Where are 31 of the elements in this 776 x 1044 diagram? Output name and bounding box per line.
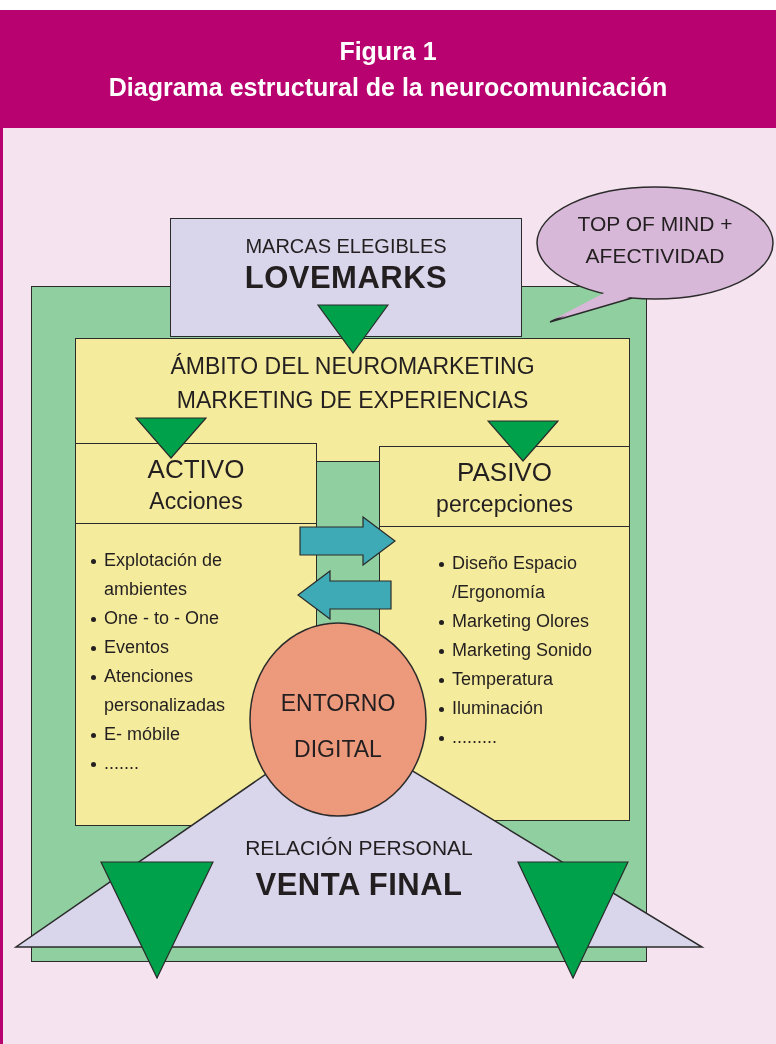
list-item: Temperatura bbox=[438, 665, 629, 694]
box-subheading: Acciones bbox=[149, 486, 243, 516]
list-item: Iluminación bbox=[438, 694, 629, 723]
bold-heading: LOVEMARKS bbox=[244, 259, 448, 297]
node-text: ÁMBITO DEL NEUROMARKETING bbox=[170, 352, 535, 381]
block-arrow bbox=[299, 515, 396, 567]
node-text: MARCAS ELEGIBLES bbox=[245, 234, 447, 259]
triangle-arrow bbox=[100, 861, 214, 979]
title: Diagrama estructural de la neurocomunicación bbox=[108, 72, 668, 103]
bold-heading: VENTA FINAL bbox=[255, 866, 463, 904]
list-item: Eventos bbox=[90, 633, 274, 662]
triangle-arrow bbox=[517, 861, 629, 979]
list-item: Diseño Espacio /Ergonomía bbox=[438, 549, 629, 607]
triangle-arrow bbox=[487, 420, 559, 462]
node-text: MARKETING DE EXPERIENCIAS bbox=[176, 386, 529, 415]
triangle-arrow bbox=[317, 304, 389, 354]
list-item: One - to - One bbox=[90, 604, 274, 633]
list-item: Marketing Sonido bbox=[438, 636, 629, 665]
box-heading: PASIVO bbox=[457, 455, 552, 489]
text-box bbox=[170, 218, 522, 337]
node-text: ENTORNO DIGITAL bbox=[279, 689, 397, 764]
block-arrow bbox=[297, 569, 392, 621]
box-subheading: percepciones bbox=[436, 489, 573, 519]
node-text: TOP OF MIND + AFECTIVIDAD bbox=[576, 211, 734, 269]
box-heading: ACTIVO bbox=[147, 452, 245, 486]
figure-number: Figura 1 bbox=[339, 36, 437, 67]
node-text: RELACIÓN PERSONAL bbox=[245, 835, 473, 861]
triangle-arrow bbox=[135, 417, 207, 459]
list-item: ......... bbox=[438, 723, 629, 752]
list-item: Explotación de ambientes bbox=[90, 546, 274, 604]
list-item: Marketing Olores bbox=[438, 607, 629, 636]
